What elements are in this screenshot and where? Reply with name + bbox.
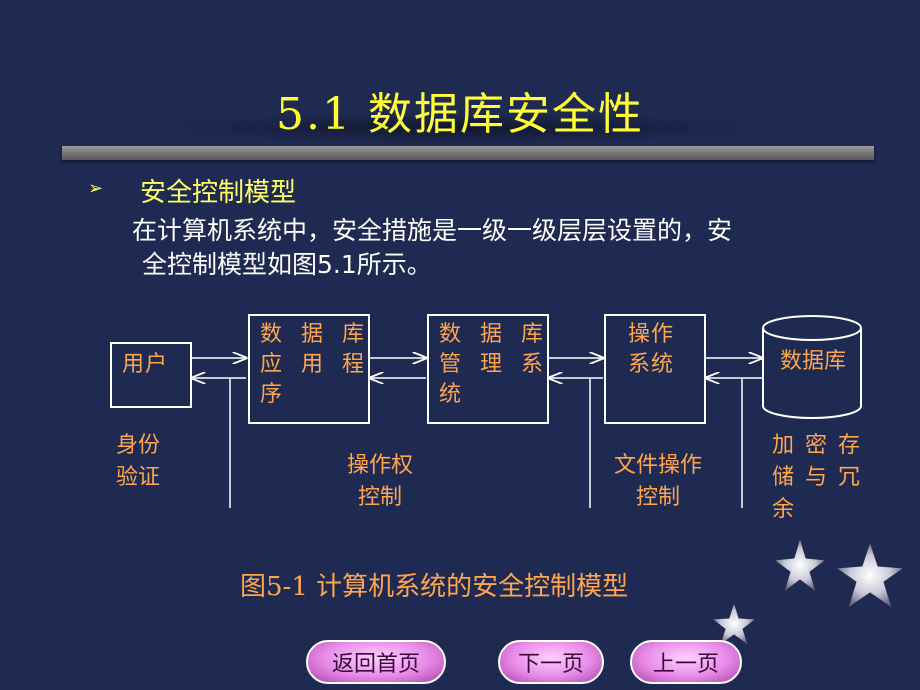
access-label-line-2: 控制 (357, 485, 402, 510)
file-label-line-1: 文件操作 (613, 453, 702, 478)
access-label-line-1: 操作权 (346, 453, 413, 478)
star-icon (834, 540, 906, 610)
dbms-box: 数 据 库 管 理 系 统 (427, 314, 549, 424)
dbms-label-line-1: 数 据 库 (439, 322, 549, 347)
dbms-label-line-3: 统 (439, 382, 468, 407)
decorative-stars (710, 536, 906, 647)
app-label-line-1: 数 据 库 (260, 322, 370, 347)
access-control-label: 操作权 控制 (330, 450, 430, 514)
auth-label-line-1: 身份 (115, 433, 160, 458)
paragraph-line-1: 在计算机系统中，安全措施是一级一级层层设置的，安 (132, 216, 733, 245)
enc-label-line-2: 储 与 冗 (772, 465, 862, 490)
file-control-label: 文件操作 控制 (598, 450, 718, 514)
database-label: 数据库 (779, 349, 846, 374)
dbms-label-line-2: 管 理 系 (439, 352, 549, 377)
app-label-line-2: 应 用 程 (260, 352, 370, 377)
app-label-line-3: 序 (260, 382, 289, 407)
database-cylinder (762, 315, 862, 419)
auth-label: 身份 验证 (108, 430, 168, 494)
bullet-arrow-icon: ➢ (88, 178, 104, 199)
section-heading: 安全控制模型 (140, 178, 297, 208)
user-label: 用户 (122, 352, 169, 377)
body-paragraph: 在计算机系统中，安全措施是一级一级层层设置的，安 全控制模型如图5.1所示。 (132, 214, 877, 282)
figure-caption: 图5-1 计算机系统的安全控制模型 (240, 572, 629, 602)
os-label-line-1: 操作 (628, 322, 675, 347)
enc-label-line-1: 加 密 存 (772, 433, 862, 458)
paragraph-line-2: 全控制模型如图5.1所示。 (142, 250, 432, 279)
home-button[interactable]: 返回首页 (306, 640, 446, 684)
enc-label-line-3: 余 (772, 497, 797, 522)
star-icon (772, 536, 828, 594)
os-box: 操作 系统 (604, 314, 706, 424)
next-page-button[interactable]: 下一页 (498, 640, 604, 684)
auth-label-line-2: 验证 (115, 465, 160, 490)
user-box: 用户 (110, 342, 192, 408)
app-box: 数 据 库 应 用 程 序 (248, 314, 370, 424)
page-title: 5.1 数据库安全性 (276, 89, 644, 140)
title-divider (62, 146, 874, 160)
prev-page-button[interactable]: 上一页 (630, 640, 742, 684)
star-icon (710, 600, 758, 647)
file-label-line-2: 控制 (635, 485, 680, 510)
encryption-label: 加 密 存 储 与 冗 余 (772, 430, 872, 526)
os-label-line-2: 系统 (628, 352, 675, 377)
title-shadow (150, 112, 770, 144)
